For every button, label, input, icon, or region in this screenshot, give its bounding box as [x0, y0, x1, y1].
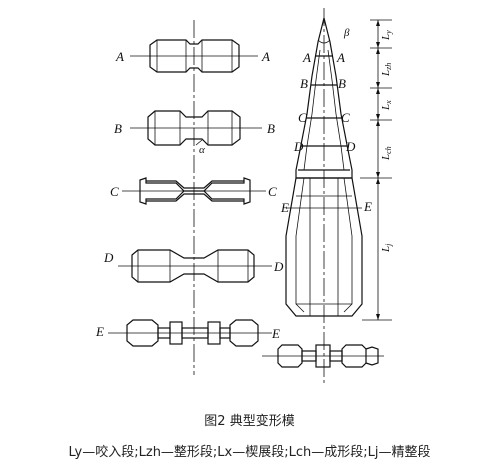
tool-label-c-left: C	[298, 110, 307, 125]
section-b-left-label: B	[114, 121, 122, 136]
section-d-right-label: D	[273, 259, 284, 274]
beta-label: β	[343, 27, 350, 39]
tool-label-c-right: C	[341, 110, 350, 125]
section-d: D D	[103, 249, 284, 283]
dimension-labels: Ly Lzh Lx Lch Lj	[380, 30, 393, 253]
tool-label-a-left: A	[302, 50, 311, 65]
tool-label-b-right: B	[338, 76, 346, 91]
dim-ly: Ly	[380, 30, 393, 41]
section-e: E E	[95, 319, 280, 347]
tool-label-a-right: A	[336, 50, 345, 65]
dimension-chain	[360, 19, 392, 321]
dim-lch: Lch	[380, 146, 393, 161]
section-c-left-label: C	[110, 184, 119, 199]
section-c: C C	[110, 177, 277, 205]
tool-label-e-right: E	[363, 199, 372, 214]
tool-label-e-left: E	[280, 200, 289, 215]
section-a-left-label: A	[115, 49, 124, 64]
section-a: A A	[115, 39, 270, 73]
section-d-left-label: D	[103, 250, 114, 265]
section-a-right-label: A	[261, 49, 270, 64]
dim-lx: Lx	[380, 100, 393, 111]
alpha-label: α	[199, 144, 205, 156]
figure-title: 图2 典型变形模	[204, 414, 295, 429]
section-c-right-label: C	[268, 184, 277, 199]
dim-lzh: Lzh	[380, 63, 393, 77]
final-workpiece	[262, 344, 384, 368]
dim-lj: Lj	[380, 243, 393, 253]
tool-label-b-left: B	[300, 76, 308, 91]
wedge-tool	[285, 17, 363, 317]
tool-label-d-left: D	[293, 139, 304, 154]
section-e-left-label: E	[95, 324, 104, 339]
section-b-right-label: B	[267, 121, 275, 136]
section-e-right-label: E	[271, 326, 280, 341]
figure-legend: Ly—咬入段;Lzh—整形段;Lx—楔展段;Lch—成形段;Lj—精整段	[68, 445, 431, 460]
beta-arc	[317, 39, 331, 44]
tool-label-d-right: D	[345, 139, 356, 154]
section-b: B B α	[114, 110, 275, 156]
